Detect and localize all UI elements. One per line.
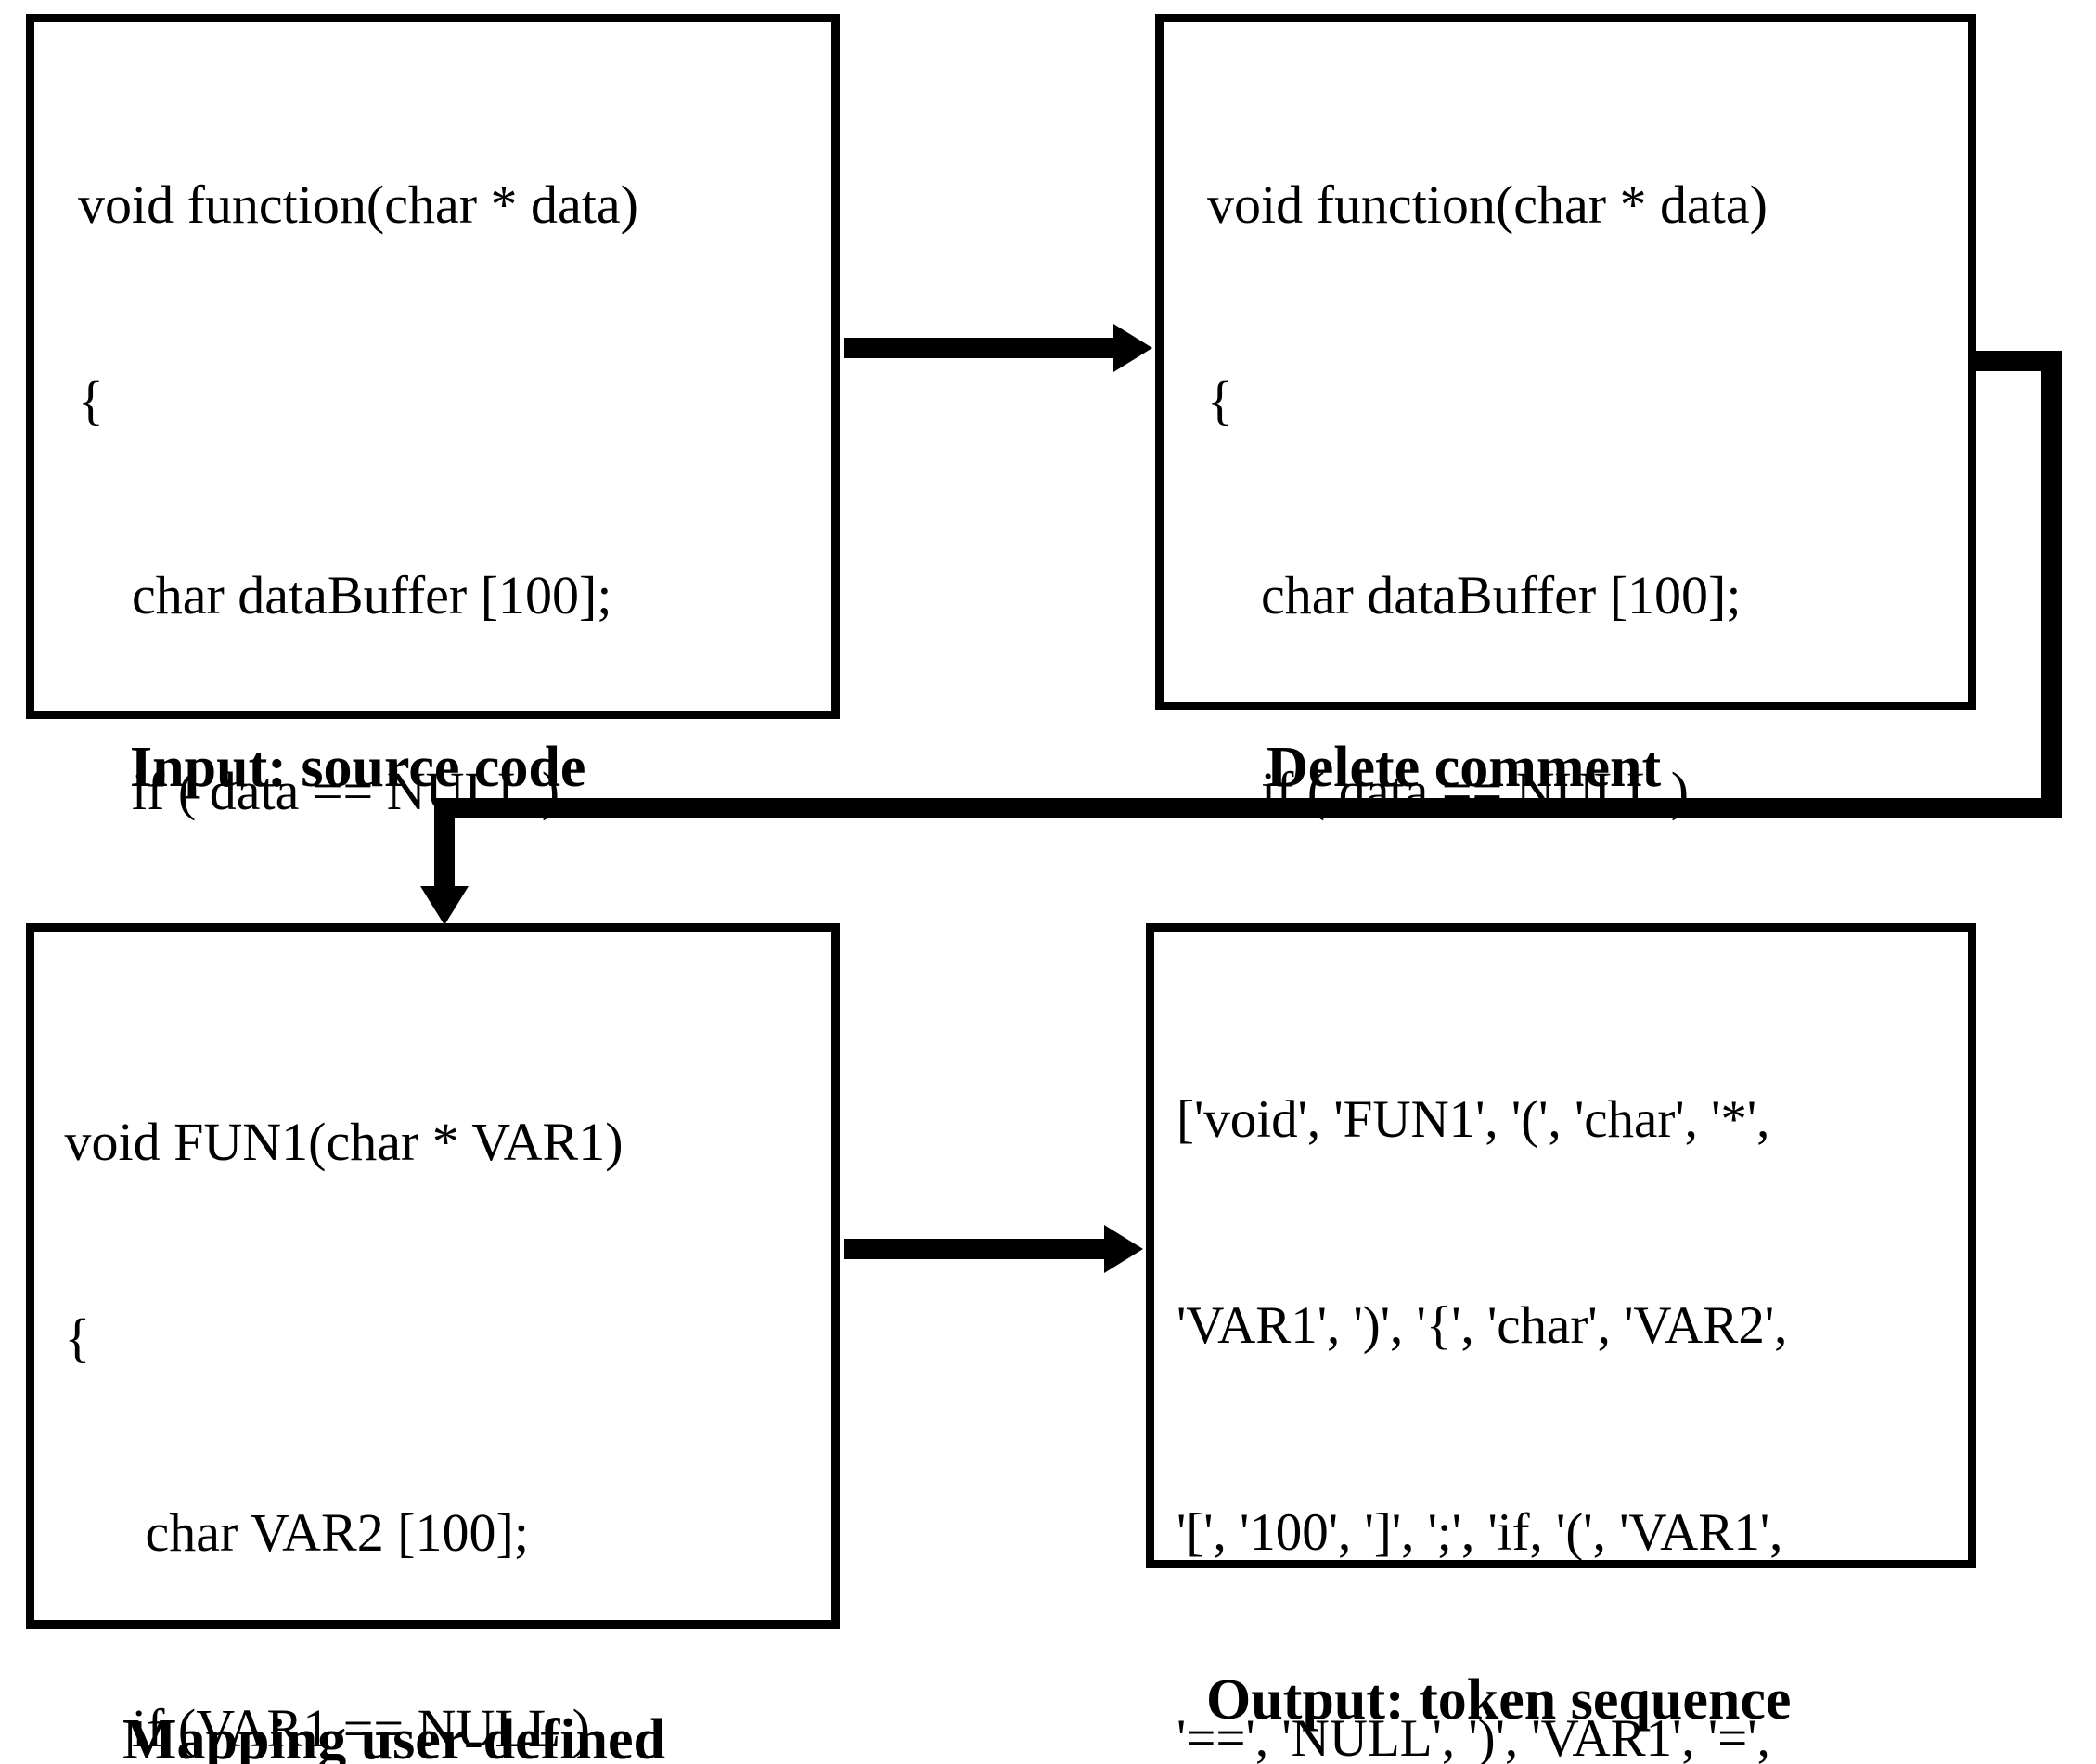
mapping-variables-box: void FUN1(char * VAR1) { char VAR2 [100]…	[26, 923, 840, 1758]
arrow-shaft-horizontal	[844, 338, 1123, 358]
input-source-code-caption: Input: source code	[130, 736, 586, 799]
code-line: void function(char * data)	[1180, 174, 1768, 236]
mapping-caption-line-1: Mapping user-defined	[122, 1707, 666, 1764]
code-line: char dataBuffer [100];	[1180, 565, 1742, 626]
arrow-shaft-horizontal	[844, 1239, 1113, 1259]
token-line: 'VAR1', ')', '{', 'char', 'VAR2',	[1177, 1296, 1788, 1356]
code-line: void FUN1(char * VAR1)	[51, 1112, 624, 1173]
output-token-sequence-caption: Output: token sequence	[1206, 1668, 1792, 1732]
arrowhead-right-icon	[1113, 324, 1152, 372]
arrow-shaft-horizontal-return	[434, 798, 2062, 818]
code-line: {	[51, 369, 104, 431]
output-token-sequence-text: ['void', 'FUN1', '(', 'char', '*', 'VAR1…	[1154, 932, 1968, 1764]
delete-comment-caption: Delete comment	[1267, 736, 1662, 799]
code-line: void function(char * data)	[51, 174, 638, 236]
code-line: {	[1180, 369, 1233, 431]
input-source-code-box: void function(char * data) { char dataBu…	[26, 14, 840, 1603]
arrowhead-right-icon	[1104, 1225, 1143, 1273]
arrowhead-down-icon	[420, 886, 469, 925]
arrow-shaft-stub-right	[1976, 351, 2062, 371]
arrow-shaft-vertical-right	[2041, 351, 2062, 818]
token-line: '==', 'NULL', ')', 'VAR1', '=',	[1177, 1709, 1770, 1764]
code-line: char dataBuffer [100];	[51, 565, 612, 626]
arrow-shaft-vertical-down	[434, 798, 455, 893]
delete-comment-box: void function(char * data) { char dataBu…	[1155, 14, 1976, 1407]
output-token-sequence-box: ['void', 'FUN1', '(', 'char', '*', 'VAR1…	[1146, 923, 1976, 1764]
token-line: '[', '100', ']', ';', 'if, '(', 'VAR1',	[1177, 1502, 1783, 1562]
mapping-variables-caption: Mapping user-defined variables and funct…	[65, 1635, 695, 1764]
code-line: if (VAR1 == NULL )	[51, 1697, 590, 1758]
code-line: char VAR2 [100];	[51, 1502, 529, 1564]
token-line: ['void', 'FUN1', '(', 'char', '*',	[1177, 1090, 1770, 1150]
code-line: {	[51, 1307, 91, 1368]
mapping-variables-text: void FUN1(char * VAR1) { char VAR2 [100]…	[34, 932, 831, 1764]
